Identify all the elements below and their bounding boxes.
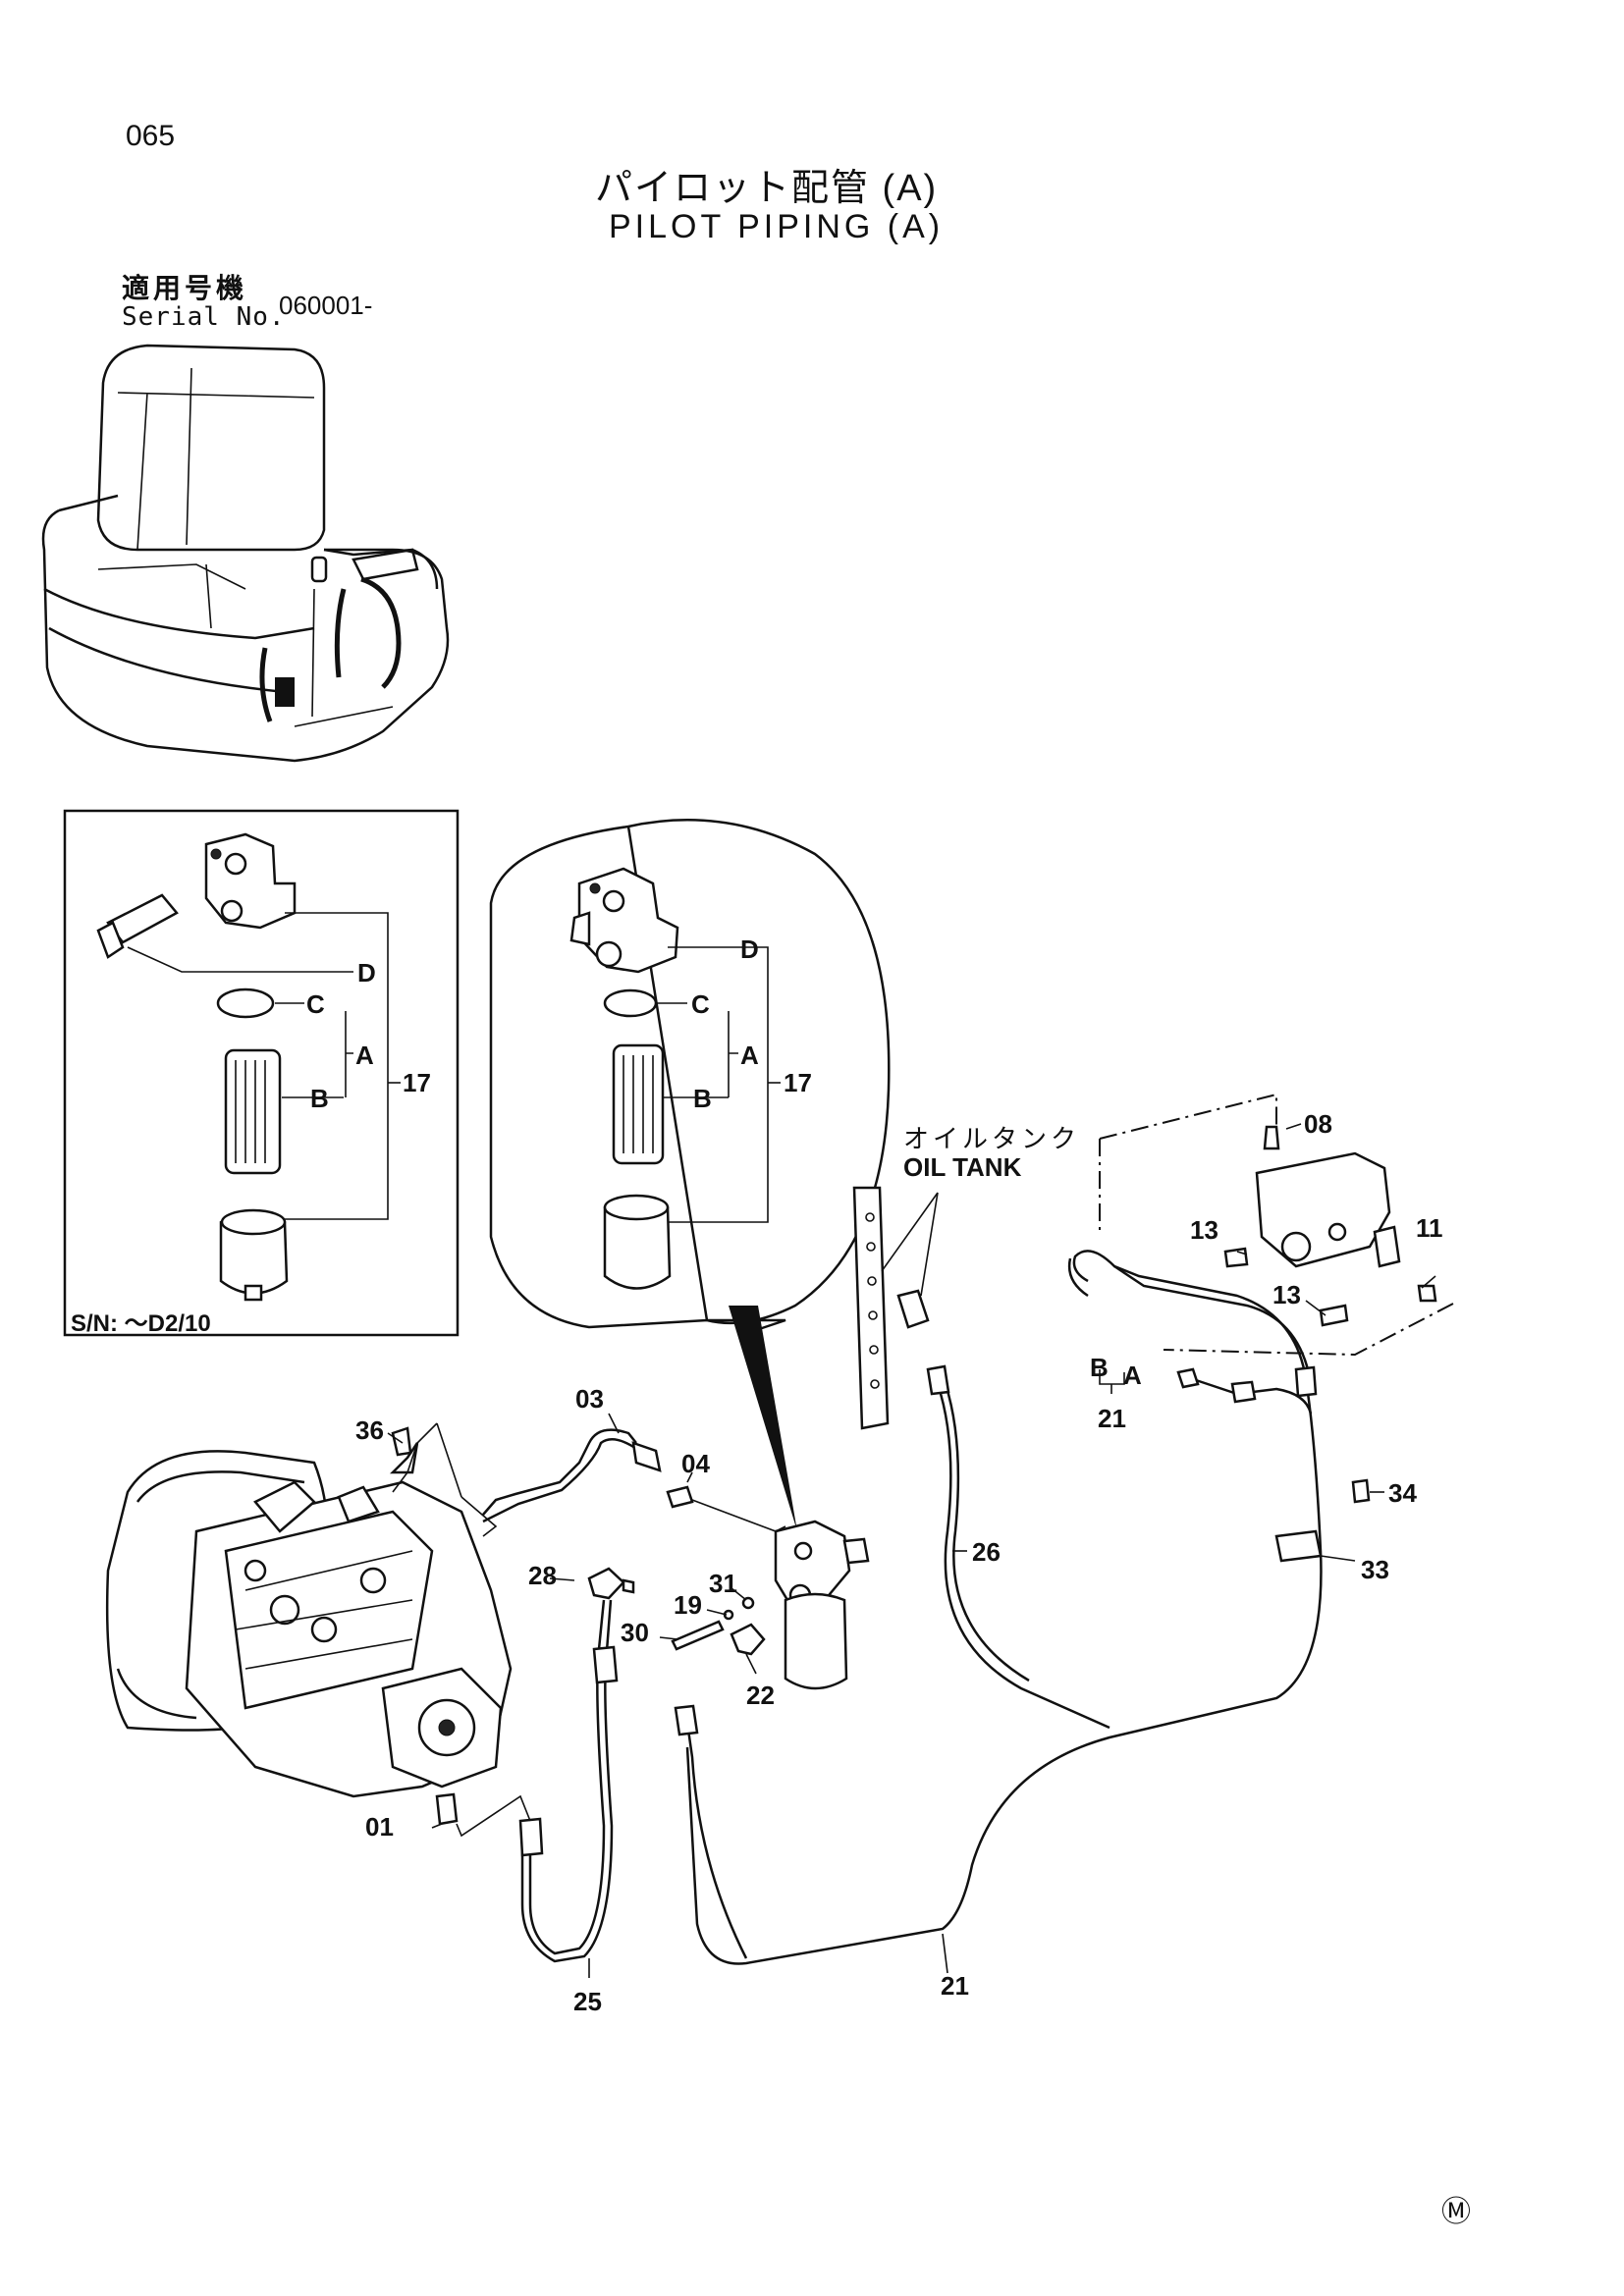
pilot-line-03 (482, 1428, 637, 1516)
part-label-34: 34 (1388, 1478, 1417, 1508)
serial-value: 060001- (279, 291, 373, 320)
hose-25 (528, 1599, 606, 1955)
elbow-28 (587, 1567, 625, 1600)
part-label-04: 04 (681, 1449, 710, 1478)
part-label-21-upper: 21 (1098, 1404, 1126, 1433)
inset-old-filter-box (63, 809, 460, 1337)
page-title-en: PILOT PIPING (A) (609, 208, 945, 245)
part-label-22: 22 (746, 1681, 775, 1710)
oil-tank-bracket (852, 1186, 939, 1430)
inset-label-17: 17 (403, 1068, 431, 1097)
serial-label-jp: 適用号機 (122, 273, 248, 303)
part-label-03: 03 (575, 1384, 604, 1414)
bubble-label-c: C (691, 989, 710, 1019)
page-number: 065 (126, 120, 176, 152)
bubble-label-a: A (740, 1041, 759, 1070)
oil-tank-label-jp: オイルタンク (903, 1124, 1081, 1153)
inset-label-d: D (357, 958, 376, 988)
part-label-26: 26 (972, 1537, 1001, 1567)
part-label-25: 25 (573, 1987, 602, 2016)
part-label-13-upper: 13 (1190, 1215, 1218, 1245)
part-label-36: 36 (355, 1415, 384, 1445)
serial-range-label: S/N: ～D2/10 (71, 1310, 211, 1337)
pilot-valve-assembly (1099, 1093, 1454, 1357)
bubble-label-b: B (693, 1084, 712, 1113)
part-label-11: 11 (1416, 1213, 1443, 1243)
inset-label-b: B (310, 1084, 329, 1113)
part-label-21-lower: 21 (941, 1971, 969, 2001)
pilot-filter-assembly (774, 1520, 870, 1690)
part-label-19: 19 (674, 1590, 702, 1620)
filter-detail-bubble (489, 819, 891, 1332)
part-label-31: 31 (709, 1569, 737, 1598)
leader-lines (387, 1123, 1436, 1978)
footer-mark: Ⓜ (1441, 2196, 1471, 2228)
oil-tank-label-en: OIL TANK (903, 1152, 1022, 1182)
clamp-33 (1274, 1529, 1323, 1563)
hose-21 (685, 1250, 1323, 1965)
part-label-13-lower: 13 (1272, 1280, 1301, 1309)
fitting-22 (730, 1623, 766, 1656)
machine-overview-illustration (41, 344, 450, 763)
part-label-30: 30 (621, 1618, 649, 1647)
part-label-28: 28 (528, 1561, 557, 1590)
bubble-label-d: D (740, 934, 759, 964)
part-label-01: 01 (365, 1812, 394, 1842)
part-label-08: 08 (1304, 1109, 1332, 1139)
inset-label-a: A (355, 1041, 374, 1070)
part-label-b: B (1090, 1353, 1109, 1382)
bubble-label-17: 17 (784, 1068, 812, 1097)
part-label-33: 33 (1361, 1555, 1389, 1584)
hose-26 (936, 1383, 1110, 1730)
page-title-jp: パイロット配管 (A) (595, 168, 939, 209)
inset-label-c: C (306, 989, 325, 1019)
part-label-a: A (1123, 1361, 1142, 1390)
bolt-30 (671, 1620, 725, 1651)
serial-label-en: Serial No. (122, 302, 286, 332)
detail-pointer (729, 1306, 797, 1531)
main-pump-assembly (105, 1426, 513, 1826)
